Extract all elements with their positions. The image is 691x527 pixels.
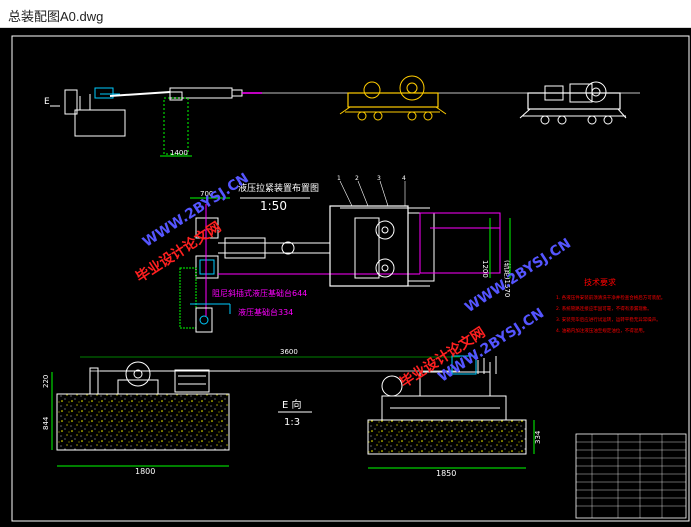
scale-1-50: 1:50 bbox=[260, 199, 287, 213]
dim-3600: 3600 bbox=[280, 348, 298, 356]
right-foundation bbox=[367, 419, 527, 455]
tech-line-4: 4. 油箱内加注液压油至规定油位，不得混用。 bbox=[556, 327, 647, 334]
hydraulic-station-top bbox=[74, 109, 126, 137]
drawing-canvas[interactable]: E 1400 bbox=[0, 28, 691, 523]
watermark-1: WWW.2BYSJ.CN 毕业设计论文网 bbox=[133, 170, 252, 286]
belt-outline bbox=[419, 212, 501, 274]
top-elevation: E 1400 bbox=[44, 75, 640, 157]
cad-drawing: E 1400 bbox=[11, 35, 690, 522]
dim-1200: 1200 bbox=[481, 260, 489, 278]
window-titlebar: 总装配图A0.dwg bbox=[0, 0, 691, 28]
tech-line-1: 1. 各液压件安装前须清洗干净并检查合格后方可装配。 bbox=[556, 294, 665, 301]
dim-1800: 1800 bbox=[135, 467, 155, 476]
view-e-marker: E bbox=[44, 97, 50, 107]
tension-cylinder-top bbox=[169, 87, 233, 99]
hydraulic-caption: 液压拉紧装置布置图 bbox=[238, 182, 319, 194]
callout-4: 4 bbox=[402, 175, 406, 182]
tech-line-2: 2. 系统管路连接应牢固可靠，不得有渗漏现象。 bbox=[556, 305, 652, 312]
title-block bbox=[575, 433, 687, 519]
dim-844: 844 bbox=[42, 416, 50, 430]
tech-title: 技术要求 bbox=[584, 277, 616, 287]
tech-line-3: 3. 安装完毕后应进行试运转，运转平稳无异常噪声。 bbox=[556, 316, 661, 323]
callout-1: 1 bbox=[337, 175, 341, 182]
label-334: 液压基础台334 bbox=[238, 307, 293, 317]
winch-cart-yellow bbox=[339, 75, 447, 121]
left-foundation bbox=[56, 393, 230, 451]
scale-1-3: 1:3 bbox=[284, 417, 300, 428]
callout-2: 2 bbox=[355, 175, 359, 182]
callout-3: 3 bbox=[377, 175, 381, 182]
view-e-label: E 向 bbox=[282, 398, 302, 411]
watermark-2: WWW.2BYSJ.CN bbox=[462, 236, 574, 316]
dim-1400: 1400 bbox=[170, 149, 188, 157]
drawing-frame bbox=[11, 35, 690, 522]
tech-requirements: 技术要求 1. 各液压件安装前须清洗干净并检查合格后方可装配。 2. 系统管路连… bbox=[556, 277, 665, 334]
window-title: 总装配图A0.dwg bbox=[8, 9, 104, 24]
front-elevation: 3600 220 844 1800 E 向 1:3 1850 334 bbox=[42, 348, 542, 478]
winch-cart-white bbox=[519, 81, 627, 125]
dim-1570: (轨距)1570 bbox=[503, 260, 512, 297]
dim-1850: 1850 bbox=[436, 469, 456, 478]
svg-text:WWW.2BYSJ.CN: WWW.2BYSJ.CN bbox=[462, 236, 574, 316]
dim-334: 334 bbox=[534, 430, 542, 444]
label-644: 阻尼斜插式液压基础台644 bbox=[212, 288, 307, 298]
dim-700: 700 bbox=[200, 190, 213, 198]
dim-220: 220 bbox=[42, 375, 50, 388]
plan-view: 700 液压拉紧装置布置图 1:50 1200 (轨距)1570 1 bbox=[179, 175, 512, 333]
